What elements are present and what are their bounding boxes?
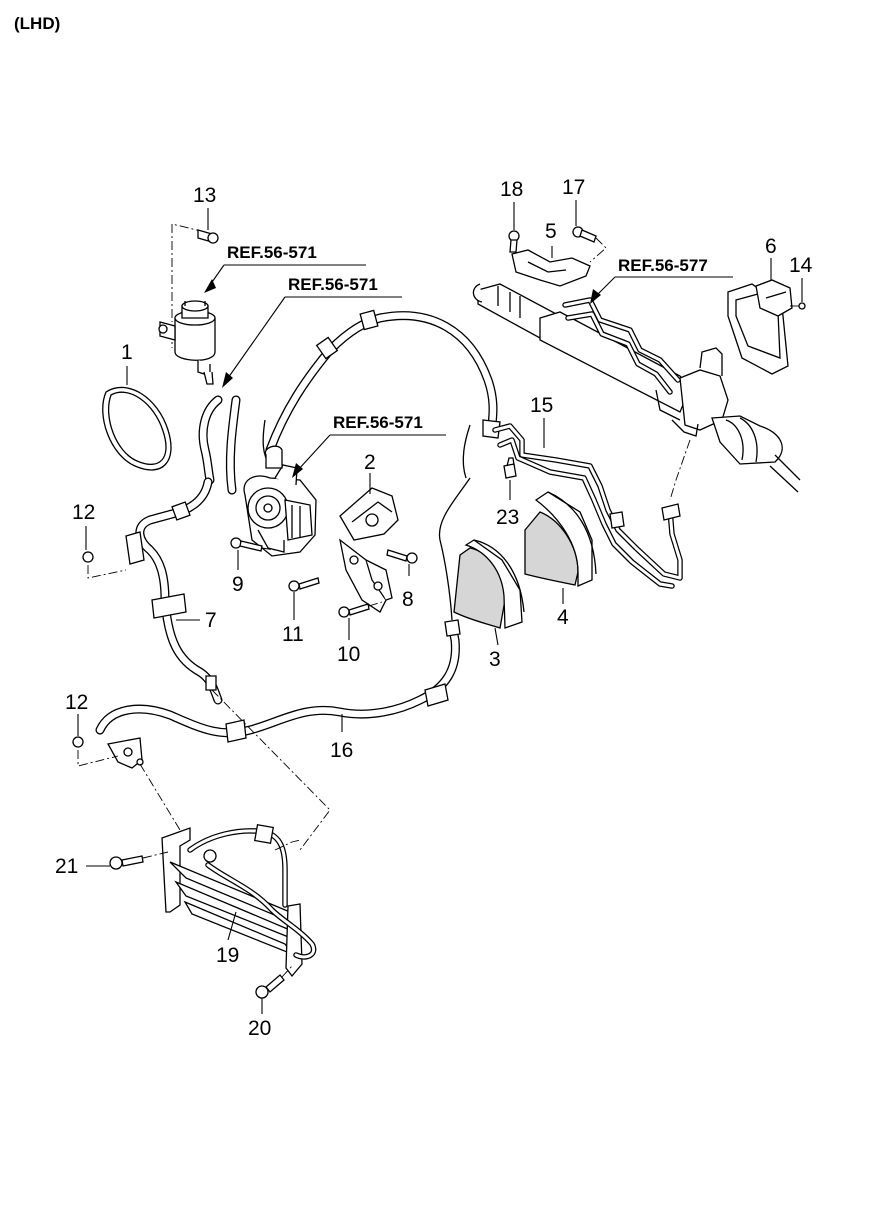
pressure-hose-upper bbox=[265, 309, 501, 479]
callout-2: 2 bbox=[364, 451, 376, 474]
leader-lines bbox=[77, 200, 803, 1014]
callout-12-upper: 12 bbox=[72, 501, 95, 524]
gear-bracket bbox=[508, 226, 607, 287]
callout-1: 1 bbox=[121, 341, 133, 364]
ref-label-gear: REF.56-577 bbox=[618, 256, 708, 275]
callout-11: 11 bbox=[282, 623, 304, 646]
callout-13: 13 bbox=[193, 184, 216, 207]
ref-label-pump: REF.56-571 bbox=[333, 413, 423, 432]
callout-15: 15 bbox=[530, 394, 553, 417]
drive-belt bbox=[102, 386, 172, 471]
callout-20: 20 bbox=[248, 1017, 271, 1040]
callout-14: 14 bbox=[789, 254, 813, 277]
pressure-pipe-15 bbox=[492, 423, 691, 589]
steering-gear bbox=[472, 283, 801, 493]
callout-10: 10 bbox=[337, 643, 360, 666]
callout-3: 3 bbox=[489, 648, 501, 671]
ref-label-hose: REF.56-571 bbox=[288, 275, 378, 294]
callout-23: 23 bbox=[496, 506, 519, 529]
callout-21: 21 bbox=[55, 855, 78, 878]
callout-18: 18 bbox=[500, 178, 523, 201]
return-hose-16 bbox=[72, 477, 471, 769]
callout-19: 19 bbox=[216, 944, 239, 967]
return-hose-7 bbox=[82, 477, 223, 705]
suction-hose bbox=[198, 395, 271, 495]
pump-bracket bbox=[339, 487, 399, 613]
callout-17: 17 bbox=[562, 176, 585, 199]
oil-cooler bbox=[109, 689, 331, 999]
callout-6: 6 bbox=[765, 235, 777, 258]
callout-12-lower: 12 bbox=[65, 691, 88, 714]
ref-label-reservoir: REF.56-571 bbox=[227, 243, 317, 262]
bolts-pump bbox=[230, 537, 418, 618]
callout-9: 9 bbox=[232, 573, 244, 596]
callout-5: 5 bbox=[545, 220, 557, 243]
callout-16: 16 bbox=[330, 739, 353, 762]
callout-4: 4 bbox=[557, 606, 569, 629]
callout-8: 8 bbox=[402, 588, 414, 611]
diagram-title: (LHD) bbox=[14, 14, 61, 33]
steering-boots bbox=[453, 491, 597, 629]
reservoir-assembly bbox=[158, 223, 219, 385]
gear-mount bbox=[727, 279, 806, 375]
callout-7: 7 bbox=[205, 609, 217, 632]
power-steering-pump bbox=[243, 445, 317, 557]
